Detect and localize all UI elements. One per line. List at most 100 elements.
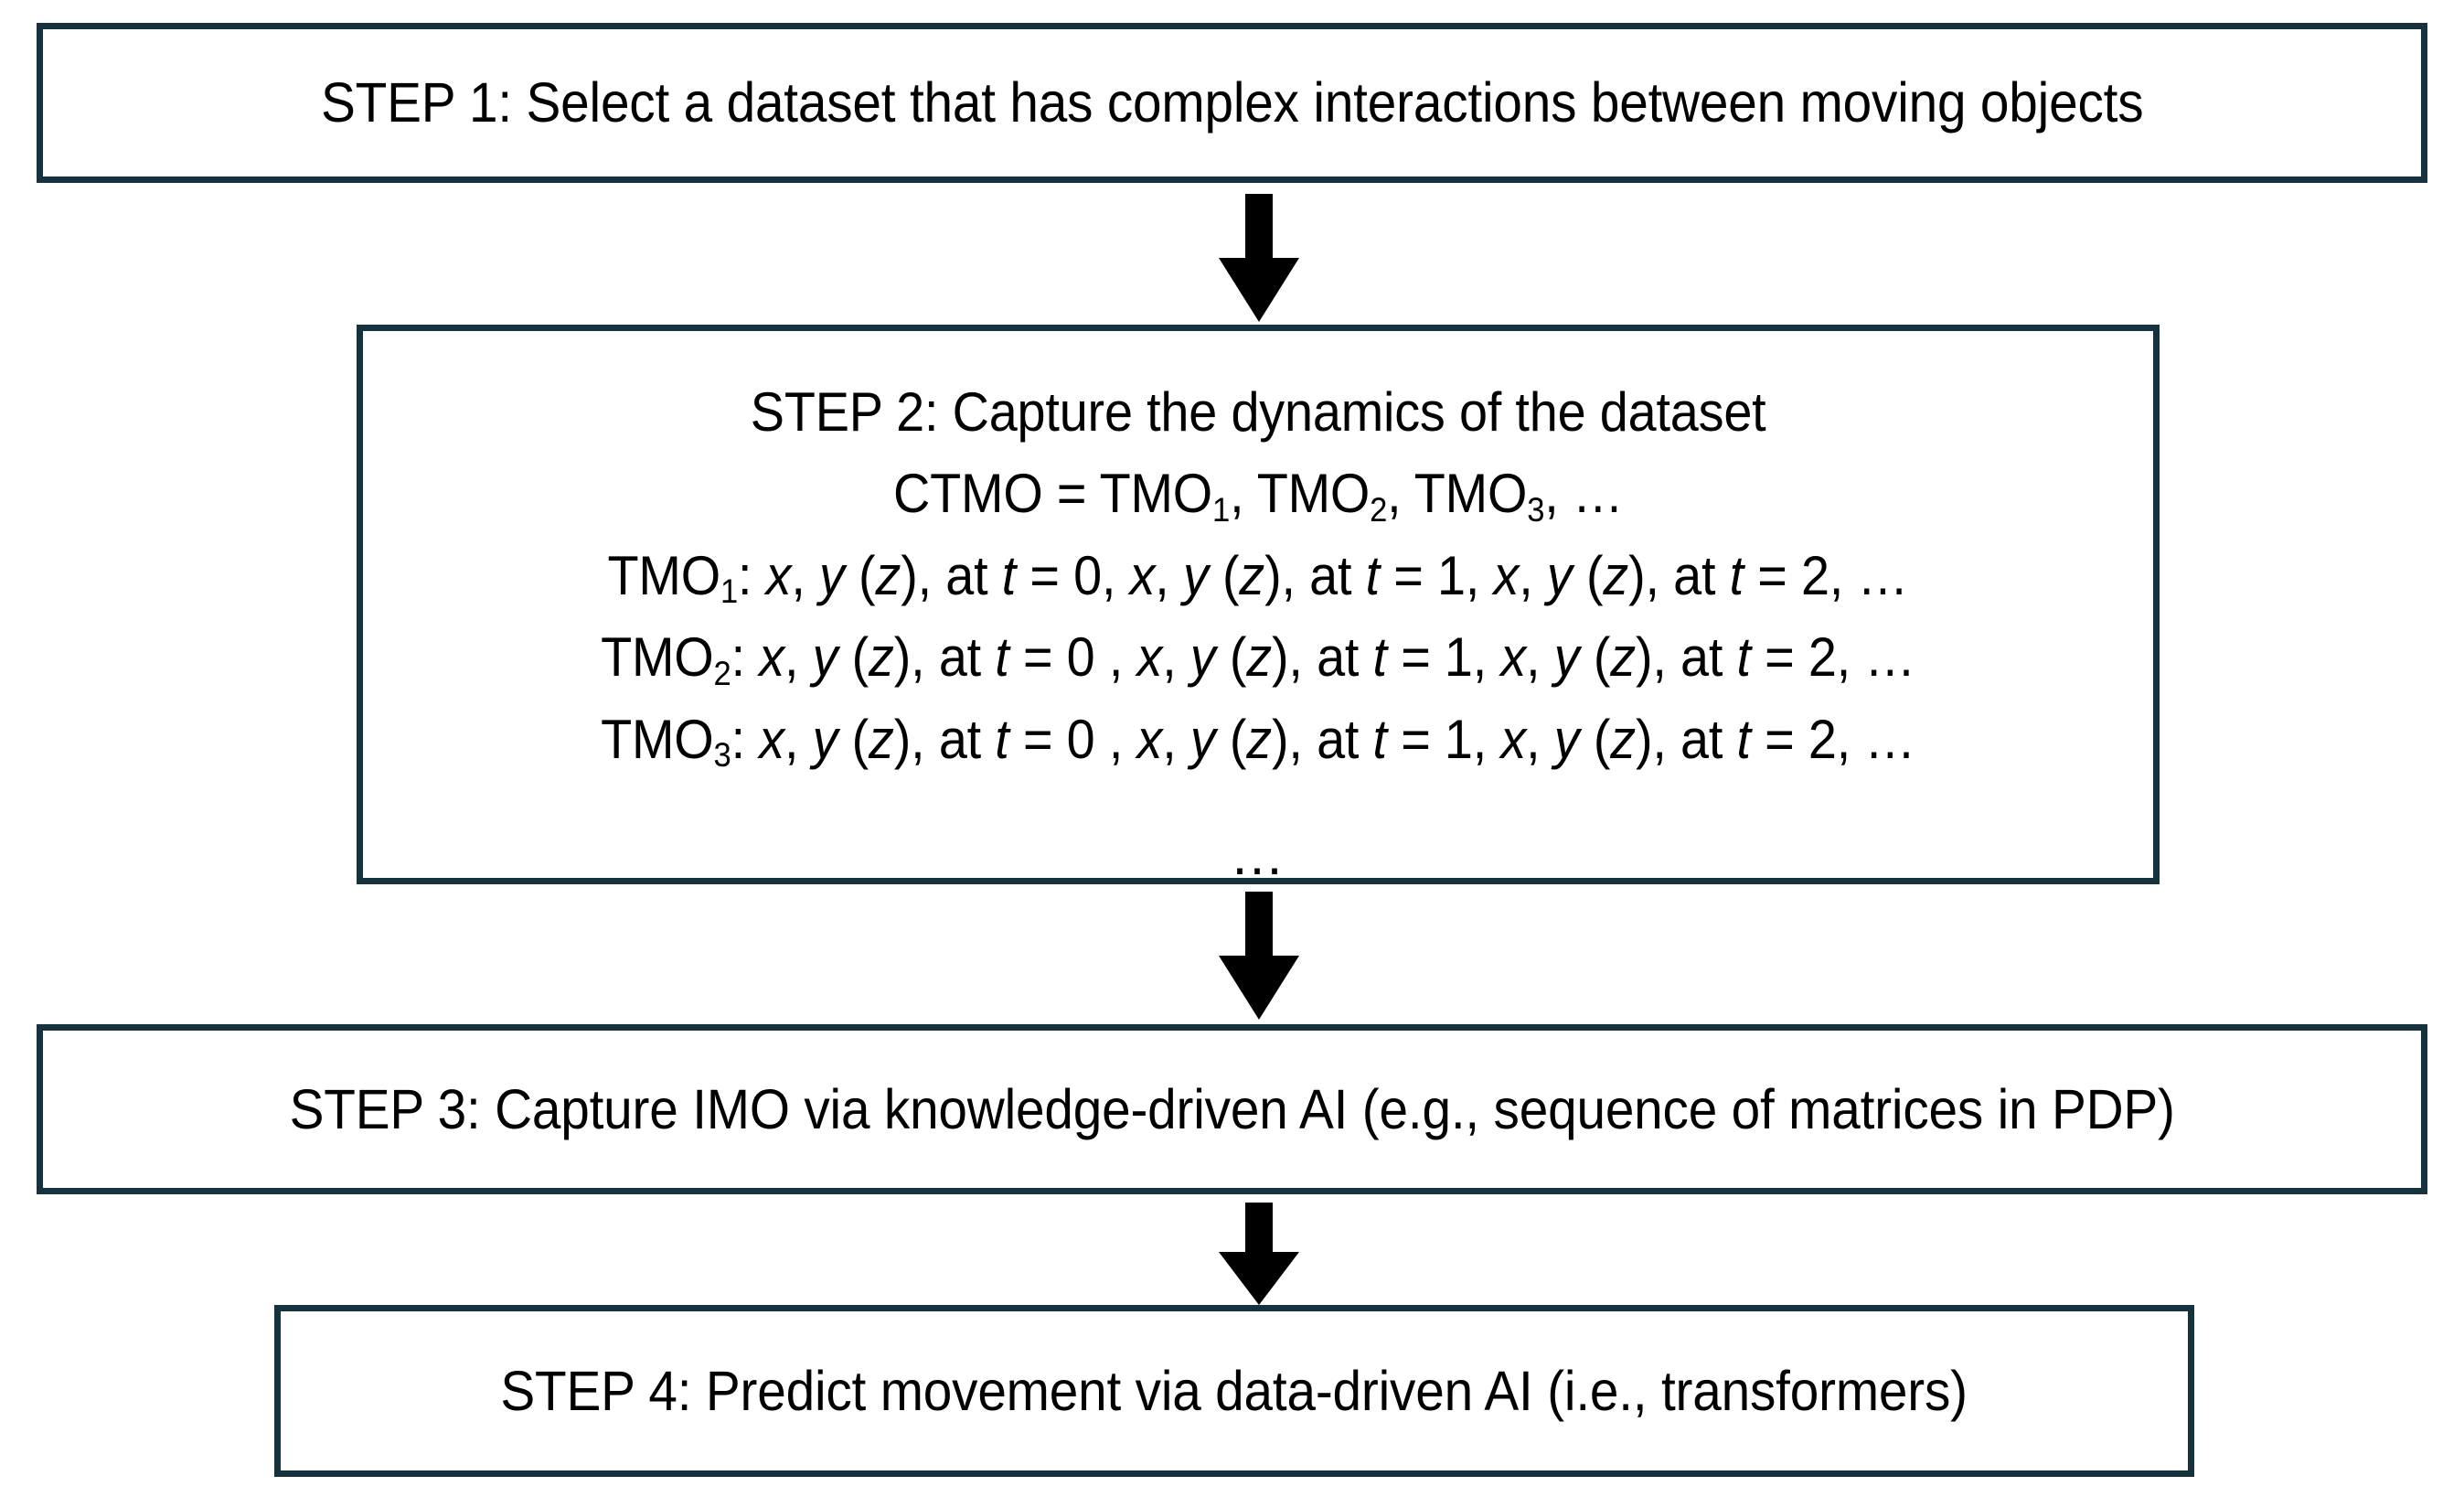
ctmo-sep-2: , TMO: [1386, 463, 1527, 525]
tmo1-tail: , …: [1829, 544, 1909, 606]
tmo2-eq-2: =: [1386, 626, 1445, 689]
tmo1-eq-2: =: [1380, 544, 1438, 606]
tmo3-var-t-2: t: [1372, 708, 1388, 770]
tmo3-eq-3: =: [1750, 708, 1808, 770]
tmo2-var-y-2: y: [1189, 626, 1216, 689]
step-2-ctmo-line: CTMO = TMO1, TMO2, TMO3, …: [892, 453, 1624, 534]
tmo2-eq-1: =: [1008, 626, 1067, 689]
tmo3-at-3: at: [1680, 708, 1737, 770]
step-2-tmo1-line: TMO1: x, y (z), at t = 0, x, y (z), at t…: [608, 535, 1909, 616]
step-1-box: STEP 1: Select a dataset that has comple…: [37, 23, 2427, 183]
tmo1-var-t-2: t: [1365, 544, 1381, 606]
tmo1-paren-open-1: (: [844, 544, 876, 606]
tmo1-var-t-1: t: [1001, 544, 1017, 606]
tmo2-var-y-3: y: [1553, 626, 1580, 689]
tmo3-comma-1: ,: [784, 708, 813, 770]
tmo2-eq-3: =: [1750, 626, 1808, 689]
tmo2-paren-open-2: (: [1215, 626, 1247, 689]
tmo1-var-z-2: z: [1239, 544, 1265, 606]
tmo1-paren-close-2: ),: [1264, 544, 1310, 606]
tmo1-paren-close-1: ),: [901, 544, 946, 606]
tmo3-t-value-1: 1: [1444, 708, 1473, 770]
tmo2-comma-3: ,: [1162, 626, 1190, 689]
tmo2-paren-close-2: ),: [1271, 626, 1317, 689]
tmo1-eq-1: =: [1016, 544, 1074, 606]
tmo2-subscript: 2: [713, 653, 731, 692]
step-1-text: STEP 1: Select a dataset that has comple…: [320, 71, 2144, 134]
tmo1-label: TMO: [607, 544, 721, 606]
tmo1-paren-close-3: ),: [1628, 544, 1674, 606]
tmo2-paren-close-3: ),: [1635, 626, 1680, 689]
tmo2-t-value-0: 0: [1066, 626, 1109, 689]
tmo1-var-y-2: y: [1183, 544, 1209, 606]
tmo3-paren-open-1: (: [837, 708, 869, 770]
tmo2-var-x-1: x: [759, 626, 784, 689]
tmo1-var-z-1: z: [875, 544, 901, 606]
ctmo-suffix: , …: [1543, 463, 1624, 525]
tmo2-tail: , …: [1836, 626, 1915, 689]
tmo1-comma-3: ,: [1155, 544, 1184, 606]
tmo3-label: TMO: [601, 708, 714, 770]
tmo1-at-3: at: [1673, 544, 1730, 606]
tmo3-comma-5: ,: [1526, 708, 1554, 770]
tmo2-var-t-1: t: [995, 626, 1009, 689]
arrow-step1-to-step2: [1205, 194, 1313, 322]
tmo3-paren-open-3: (: [1579, 708, 1611, 770]
tmo2-comma-2: ,: [1108, 626, 1137, 689]
tmo1-comma-4: ,: [1466, 544, 1494, 606]
tmo3-paren-close-3: ),: [1635, 708, 1680, 770]
tmo2-var-y-1: y: [812, 626, 838, 689]
tmo1-at-2: at: [1309, 544, 1366, 606]
tmo1-t-value-2: 2: [1801, 544, 1830, 606]
tmo3-var-z-1: z: [869, 708, 894, 770]
ctmo-sep-1: , TMO: [1229, 463, 1370, 525]
tmo2-paren-open-3: (: [1579, 626, 1611, 689]
tmo2-var-x-2: x: [1136, 626, 1163, 689]
tmo1-var-x-2: x: [1129, 544, 1156, 606]
step-2-trailing-ellipsis: …: [1230, 824, 1286, 886]
tmo3-var-y-1: y: [812, 708, 838, 770]
tmo3-paren-close-2: ),: [1271, 708, 1317, 770]
tmo2-var-x-3: x: [1500, 626, 1527, 689]
tmo3-var-x-3: x: [1500, 708, 1527, 770]
step-2-box: STEP 2: Capture the dynamics of the data…: [357, 325, 2160, 886]
tmo3-t-value-2: 2: [1808, 708, 1837, 770]
tmo1-var-z-3: z: [1603, 544, 1629, 606]
tmo1-var-y-1: y: [819, 544, 845, 606]
tmo3-comma-2: ,: [1108, 708, 1137, 770]
tmo2-t-value-1: 1: [1444, 626, 1473, 689]
tmo3-colon: :: [731, 708, 760, 770]
tmo3-var-y-3: y: [1553, 708, 1580, 770]
tmo2-at-3: at: [1680, 626, 1737, 689]
step-2-tmo2-line: TMO2: x, y (z), at t = 0 , x, y (z), at …: [601, 616, 1915, 698]
ctmo-prefix: CTMO = TMO: [892, 463, 1212, 525]
tmo2-var-z-1: z: [869, 626, 894, 689]
tmo1-var-x-3: x: [1493, 544, 1520, 606]
tmo3-t-value-0: 0: [1066, 708, 1109, 770]
tmo3-var-z-2: z: [1246, 708, 1272, 770]
step-2-heading: STEP 2: Capture the dynamics of the data…: [750, 381, 1766, 443]
tmo3-var-y-2: y: [1189, 708, 1216, 770]
tmo3-paren-open-2: (: [1215, 708, 1247, 770]
step-3-box: STEP 3: Capture IMO via knowledge-driven…: [37, 1024, 2427, 1194]
tmo1-at-1: at: [945, 544, 1002, 606]
tmo2-at-2: at: [1317, 626, 1373, 689]
tmo3-eq-1: =: [1008, 708, 1067, 770]
tmo3-comma-3: ,: [1162, 708, 1190, 770]
tmo1-paren-open-2: (: [1208, 544, 1240, 606]
tmo1-var-y-3: y: [1547, 544, 1573, 606]
tmo2-paren-open-1: (: [837, 626, 869, 689]
tmo2-comma-4: ,: [1472, 626, 1501, 689]
tmo2-at-1: at: [938, 626, 996, 689]
tmo2-label: TMO: [601, 626, 714, 689]
tmo3-at-1: at: [938, 708, 996, 770]
tmo1-var-t-3: t: [1729, 544, 1744, 606]
step-3-text: STEP 3: Capture IMO via knowledge-driven…: [289, 1077, 2175, 1140]
tmo1-comma-2: ,: [1102, 544, 1130, 606]
tmo3-subscript: 3: [713, 735, 731, 775]
ctmo-subscript-2: 2: [1369, 490, 1387, 529]
tmo3-var-x-2: x: [1136, 708, 1163, 770]
arrow-step3-to-step4: [1205, 1203, 1313, 1305]
tmo3-eq-2: =: [1386, 708, 1445, 770]
